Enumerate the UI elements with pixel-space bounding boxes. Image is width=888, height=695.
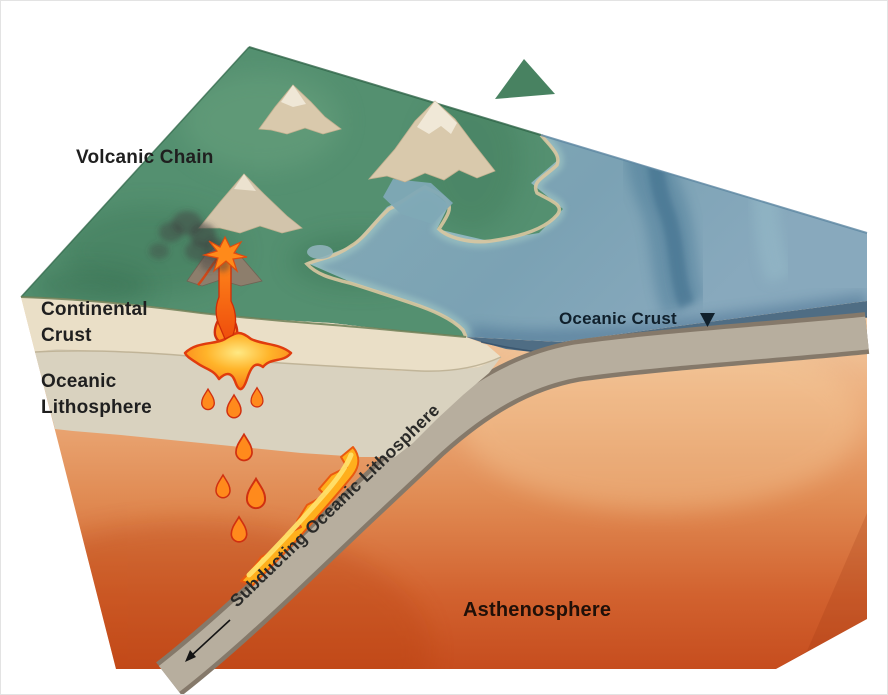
label-oceanic-crust: Oceanic Crust <box>559 309 677 328</box>
block-top-edge-land <box>248 46 542 136</box>
slab-melt-core <box>246 452 354 578</box>
block-corner-shade <box>776 513 867 669</box>
volcano-north-body <box>258 84 342 135</box>
block-back-left-edge <box>20 46 250 298</box>
smoke-puff <box>149 243 169 259</box>
subduction-arrow-head-icon <box>185 650 196 662</box>
land-surface-line <box>20 296 467 338</box>
forest-shade <box>31 266 151 306</box>
volcanic-conduit <box>215 252 237 340</box>
magma-chamber <box>183 331 293 391</box>
label-asthenosphere: Asthenosphere <box>463 599 611 621</box>
volcano-large-body <box>367 100 496 183</box>
volcano-mid-body <box>198 173 303 234</box>
volcano-large-snowcap <box>417 101 457 134</box>
label-volcanic-chain: Volcanic Chain <box>76 147 214 168</box>
lagoon <box>307 245 333 259</box>
label-oceanic-lithosphere-line2: Lithosphere <box>41 397 152 418</box>
block-top-edge-ocean <box>540 134 868 234</box>
volcano-mid-snowcap <box>234 174 256 191</box>
green-peak <box>495 59 555 99</box>
eruption-burst <box>201 235 248 273</box>
coastal-bay <box>383 179 453 224</box>
label-continental-crust-line2: Crust <box>41 325 92 346</box>
smoke-puff <box>159 222 183 242</box>
subduction-arrow-shaft <box>190 619 231 657</box>
moho-line <box>34 350 502 372</box>
smoke-puff <box>200 255 218 271</box>
label-continental-crust-line1: Continental <box>41 299 148 320</box>
smoke-puff <box>185 241 209 261</box>
oceanic-crust-pointer-icon <box>700 313 715 327</box>
subducting-slab <box>158 316 869 693</box>
label-oceanic-lithosphere-line1: Oceanic <box>41 371 117 392</box>
volcano-north-snowcap <box>281 85 306 107</box>
oceanic-lithosphere-band <box>35 349 501 457</box>
